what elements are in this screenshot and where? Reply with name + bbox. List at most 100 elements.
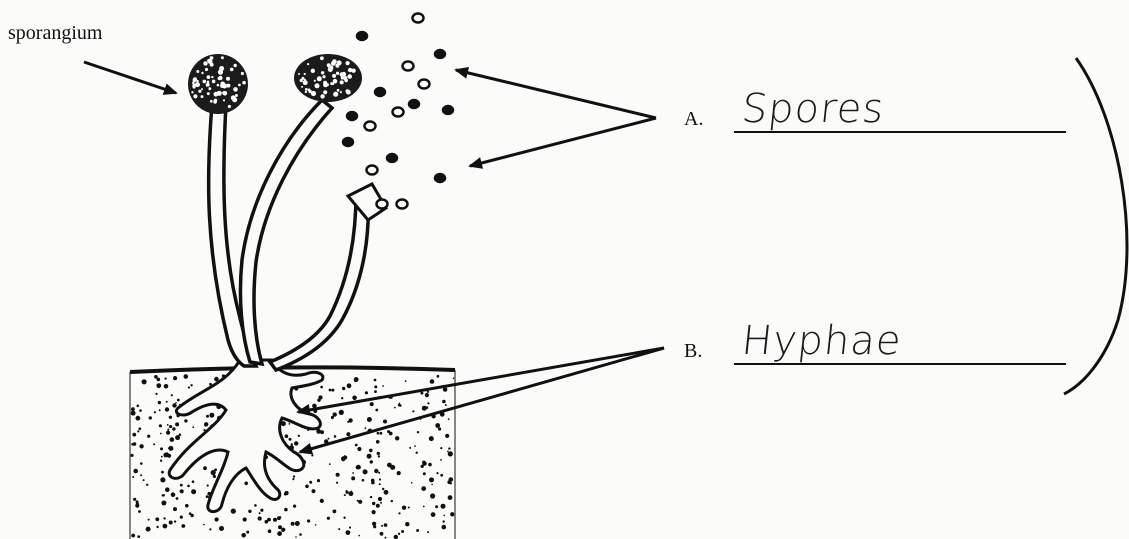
sporangium-texture	[201, 95, 204, 98]
soil-speck	[362, 479, 365, 482]
soil-speck	[171, 394, 173, 396]
sporangium-texture	[208, 87, 211, 90]
sporangia	[188, 54, 362, 114]
sporangium-texture	[193, 94, 197, 98]
sporangium-texture	[348, 68, 352, 72]
soil-speck	[164, 384, 169, 389]
soil-speck	[175, 422, 179, 426]
soil-speck	[343, 517, 345, 519]
soil-speck	[435, 423, 440, 428]
soil-speck	[447, 480, 451, 484]
grouping-bracket	[1064, 58, 1127, 394]
soil-speck	[346, 491, 349, 494]
soil-speck	[295, 536, 297, 538]
soil-speck	[168, 447, 170, 449]
soil-speck	[445, 434, 449, 438]
soil-speck	[158, 401, 161, 404]
soil-speck	[372, 510, 376, 514]
spore	[403, 62, 414, 71]
spore	[435, 50, 445, 58]
soil-speck	[311, 454, 313, 456]
soil-speck	[309, 481, 312, 484]
soil-speck	[347, 383, 352, 388]
soil-speck	[146, 527, 151, 532]
soil-speck	[384, 523, 388, 527]
soil-speck	[131, 407, 135, 411]
soil-speck	[181, 524, 185, 528]
soil-speck	[140, 474, 142, 476]
soil-speck	[427, 391, 429, 393]
soil-speck	[204, 424, 207, 427]
soil-speck	[346, 432, 350, 436]
soil-speck	[294, 441, 298, 445]
soil-speck	[162, 494, 165, 497]
soil-speck	[336, 473, 340, 477]
soil-speck	[259, 512, 261, 514]
soil-speck	[131, 534, 135, 538]
soil-speck	[165, 378, 167, 380]
sporangium-texture	[340, 91, 342, 93]
soil-speck	[268, 529, 272, 533]
soil-speck	[384, 490, 389, 495]
soil-speck	[329, 389, 332, 392]
spore	[375, 88, 385, 96]
spore	[397, 200, 408, 209]
soil-speck	[132, 433, 136, 437]
soil-speck	[443, 520, 445, 522]
sporangium-texture	[207, 59, 211, 63]
spore	[419, 80, 430, 89]
soil-speck	[131, 411, 136, 416]
sporangium-texture	[206, 83, 210, 87]
soil-speck	[161, 456, 163, 458]
part-b-answer: Hyphae	[740, 318, 904, 364]
soil-speck	[307, 519, 310, 522]
soil-speck	[140, 462, 143, 465]
soil-speck	[248, 510, 251, 513]
sporangium-texture	[211, 76, 213, 78]
soil-speck	[165, 487, 170, 492]
soil-speck	[395, 436, 399, 440]
soil-speck	[411, 482, 413, 484]
soil-speck	[190, 384, 192, 386]
soil-speck	[169, 521, 173, 525]
soil-speck	[155, 517, 159, 521]
soil-speck	[260, 509, 263, 512]
soil-speck	[336, 482, 338, 484]
soil-speck	[357, 447, 361, 451]
soil-speck	[188, 386, 190, 388]
soil-speck	[317, 399, 320, 402]
sporangium-texture	[346, 61, 350, 65]
sporangium-texture	[221, 56, 224, 59]
soil-speck	[448, 447, 450, 449]
soil-speck	[138, 510, 141, 513]
soil-speck	[169, 416, 172, 419]
soil-speck	[349, 491, 354, 496]
soil-speck	[367, 454, 372, 459]
soil-speck	[427, 531, 429, 533]
soil-speck	[356, 465, 360, 469]
soil-speck	[440, 447, 442, 449]
soil-speck	[273, 518, 277, 522]
sporangium-texture	[329, 65, 334, 70]
soil-speck	[180, 489, 184, 493]
sporangium-texture	[203, 80, 207, 84]
soil-speck	[420, 392, 423, 395]
soil-speck	[206, 495, 209, 498]
soil-speck	[422, 461, 427, 466]
soil-speck	[154, 411, 156, 413]
soil-speck	[372, 522, 376, 526]
soil-speck	[156, 526, 158, 528]
soil-speck	[416, 529, 419, 532]
soil-speck	[334, 435, 337, 438]
spore	[365, 122, 376, 131]
soil-speck	[281, 529, 284, 532]
soil-speck	[371, 481, 375, 485]
soil-speck	[143, 479, 145, 481]
soil-speck	[154, 375, 158, 379]
soil-speck	[172, 427, 175, 430]
soil-speck	[421, 486, 426, 491]
soil-speck	[291, 522, 295, 526]
soil-speck	[349, 526, 351, 528]
soil-speck	[149, 416, 152, 419]
soil-speck	[376, 504, 380, 508]
